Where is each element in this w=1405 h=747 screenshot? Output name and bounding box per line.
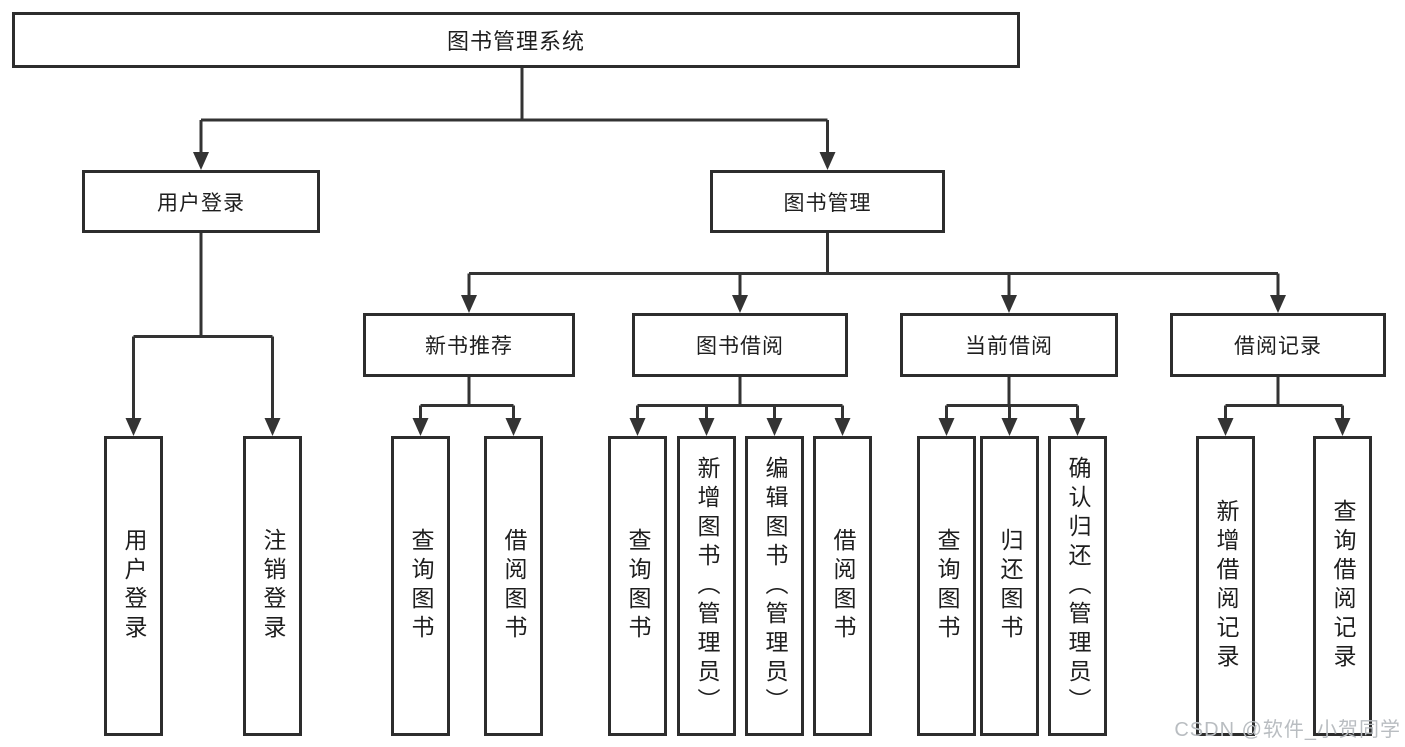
node-borrow-records: 借阅记录 <box>1170 313 1386 377</box>
leaf-borrow-books-1: 借阅图书 <box>484 436 543 736</box>
node-book-borrow: 图书借阅 <box>632 313 848 377</box>
leaf-query-books-2: 查询图书 <box>608 436 667 736</box>
leaf-user-login: 用户登录 <box>104 436 163 736</box>
node-root: 图书管理系统 <box>12 12 1020 68</box>
leaf-edit-book-admin: 编辑图书（管理员） <box>745 436 804 736</box>
node-current-borrow: 当前借阅 <box>900 313 1118 377</box>
leaf-query-books-3: 查询图书 <box>917 436 976 736</box>
leaf-query-books-1: 查询图书 <box>391 436 450 736</box>
leaf-query-borrow-record: 查询借阅记录 <box>1313 436 1372 736</box>
leaf-confirm-return-admin: 确认归还（管理员） <box>1048 436 1107 736</box>
node-book-management: 图书管理 <box>710 170 945 233</box>
leaf-borrow-books-2: 借阅图书 <box>813 436 872 736</box>
csdn-watermark: CSDN @软件_小贺同学 <box>1174 719 1401 741</box>
leaf-logout-login: 注销登录 <box>243 436 302 736</box>
leaf-add-book-admin: 新增图书（管理员） <box>677 436 736 736</box>
leaf-return-book: 归还图书 <box>980 436 1039 736</box>
node-user-login: 用户登录 <box>82 170 320 233</box>
leaf-add-borrow-record: 新增借阅记录 <box>1196 436 1255 736</box>
node-new-book-recommend: 新书推荐 <box>363 313 575 377</box>
